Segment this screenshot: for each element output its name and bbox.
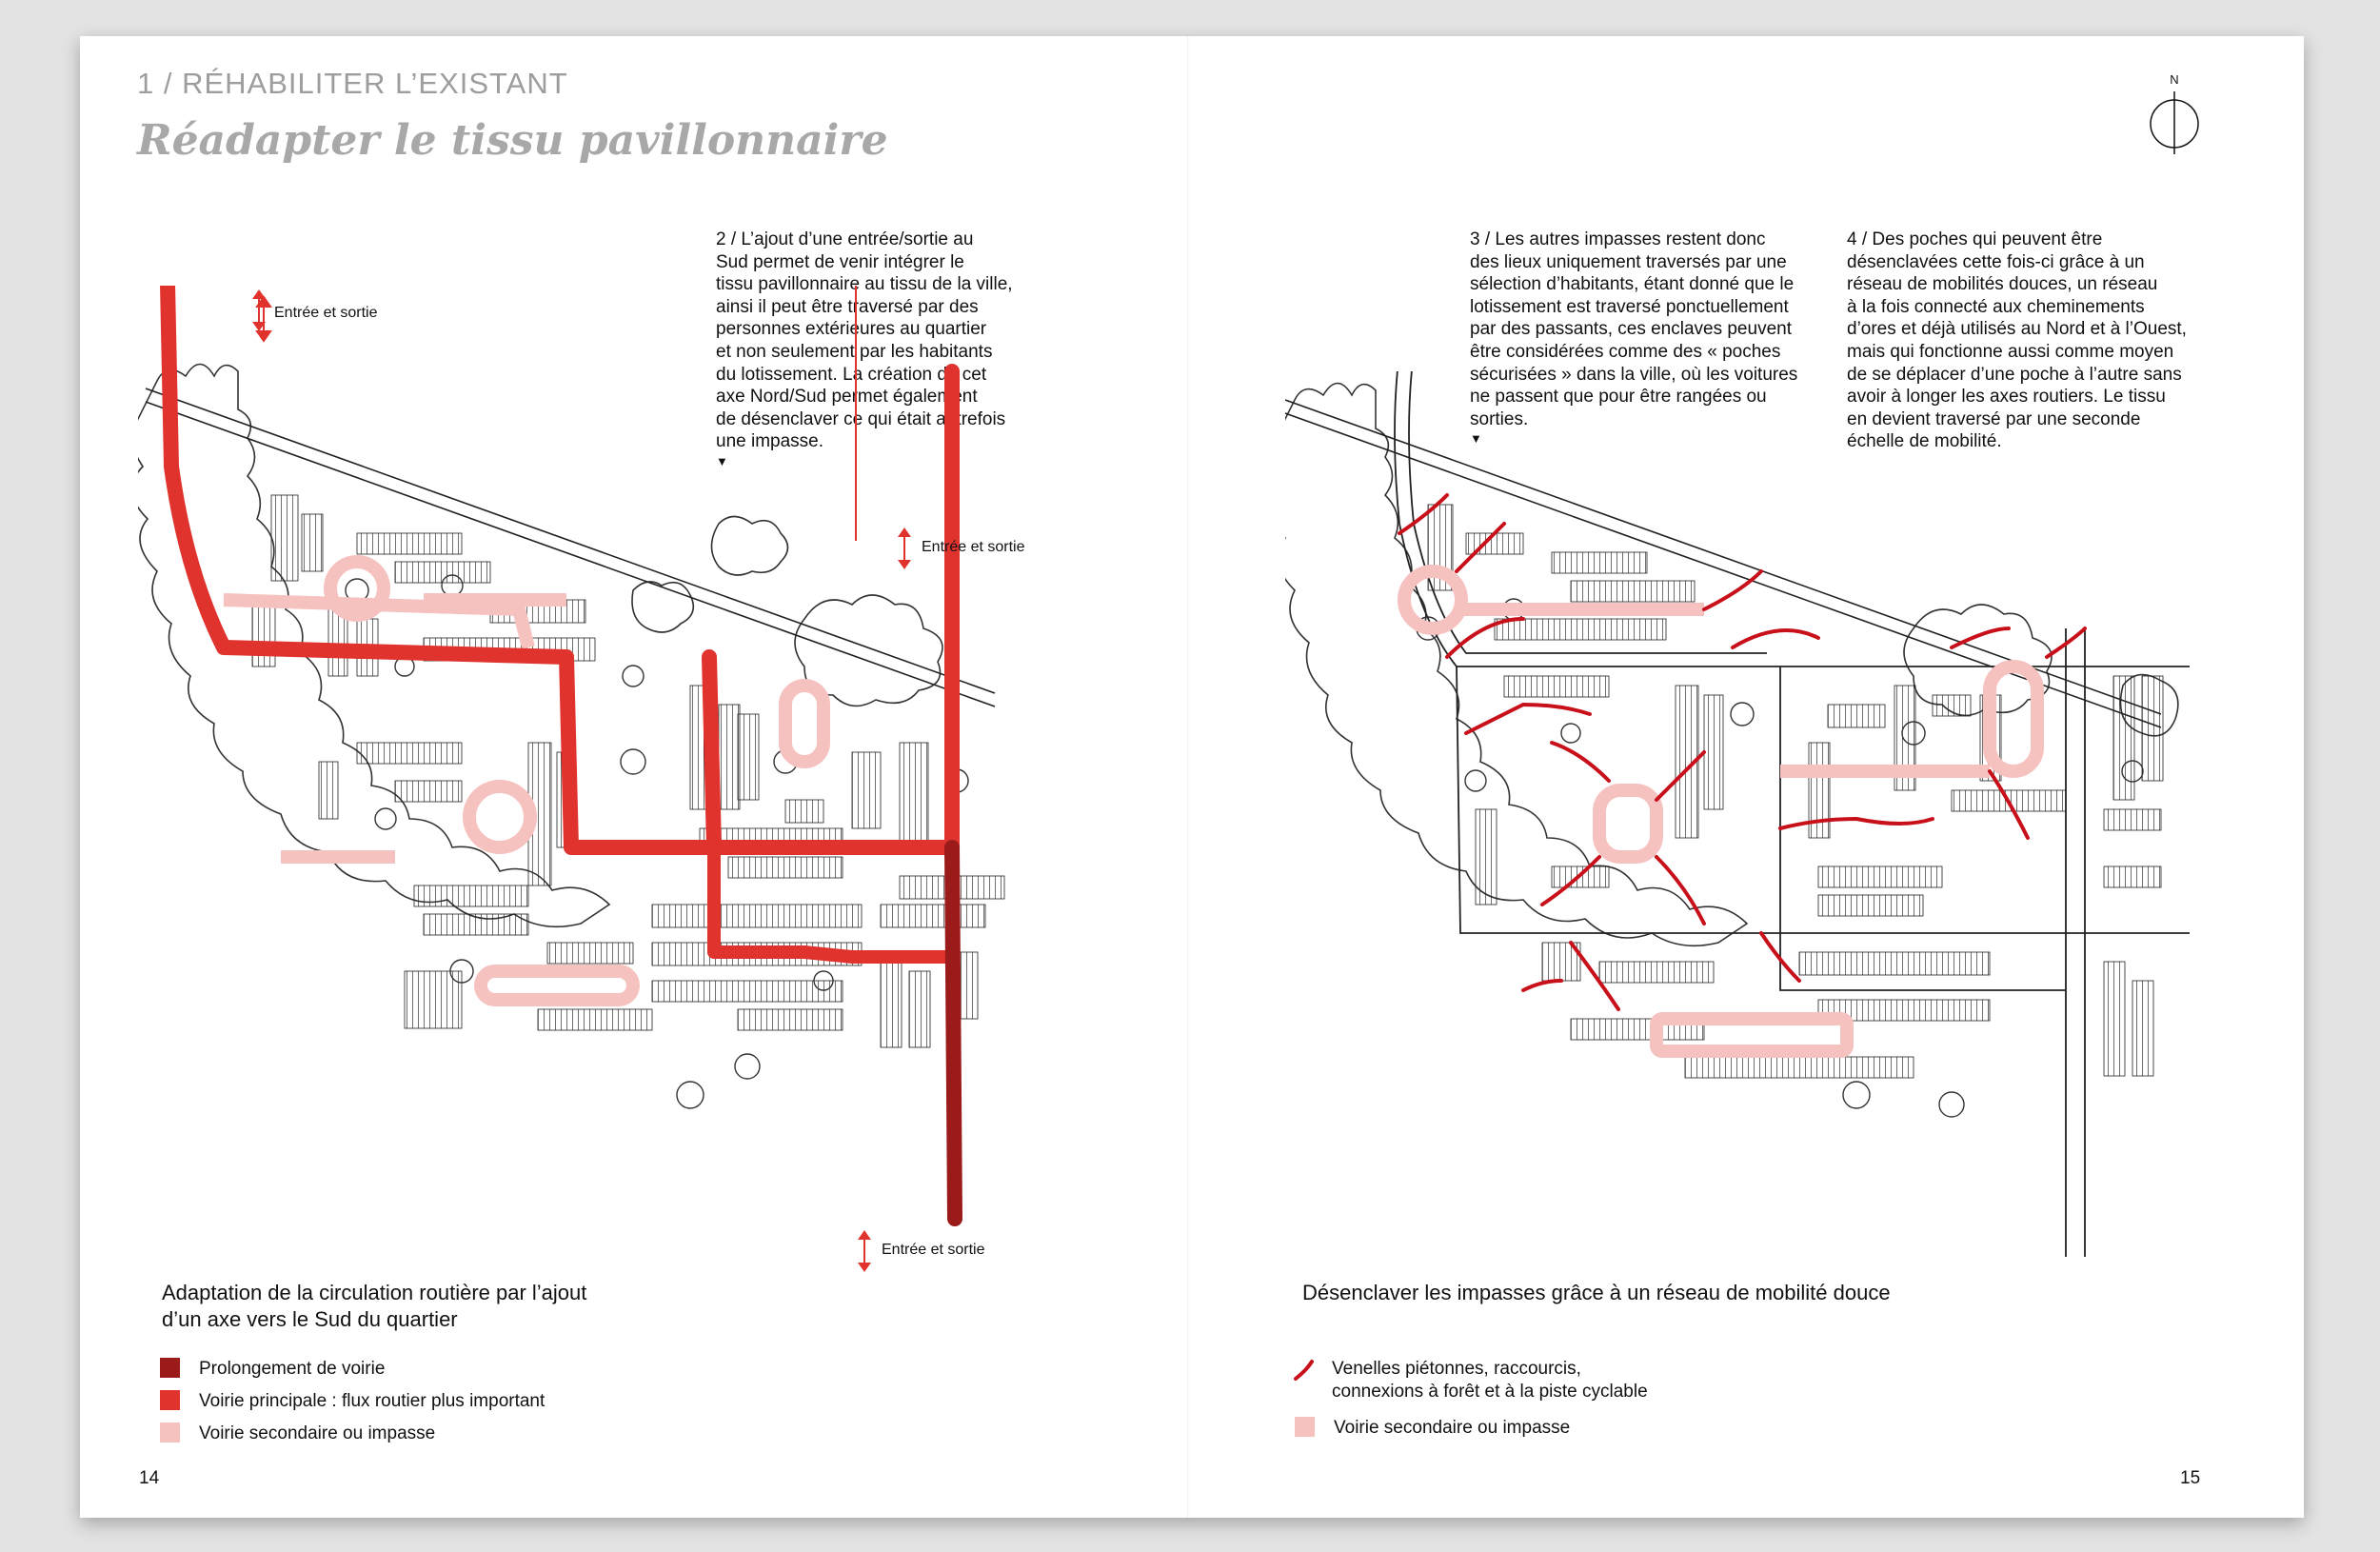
paragraph-line: ne passent que pour être rangées ou: [1470, 387, 1767, 408]
caption-line: Adaptation de la circulation routière pa…: [162, 1281, 587, 1304]
left-paragraph-line: ainsi il peut être traversé par des: [716, 296, 979, 317]
roads-outline: [1394, 371, 2190, 1257]
right-paragraph-3: 3 / Les autres impasses restent donc des…: [1470, 229, 1832, 448]
secondary-roads-pink: [1398, 565, 2044, 1058]
red-swatch: [160, 1390, 180, 1410]
paragraph-line: 3 / Les autres impasses restent donc: [1470, 229, 1766, 249]
dark-red-swatch: [160, 1358, 180, 1378]
legend-label: Voirie principale : flux routier plus im…: [199, 1391, 545, 1411]
double-arrow-icon: [252, 289, 266, 331]
right-paragraph-4: 4 / Des poches qui peuvent être désencla…: [1847, 229, 2218, 453]
legend-label: Voirie secondaire ou impasse: [199, 1423, 436, 1443]
right-site-plan-map: [1285, 371, 2190, 1257]
secondary-roads-pink: [223, 555, 830, 1006]
section-label: 1 / RÉHABILITER L’EXISTANT: [137, 67, 568, 100]
double-arrow-icon: [898, 527, 911, 569]
left-paragraph-line: Sud permet de venir intégrer le: [716, 251, 964, 272]
main-roads-red: [160, 286, 960, 964]
legend-item-secondary-road: Voirie secondaire ou impasse: [160, 1423, 435, 1445]
entry-label-bottom: Entrée et sortie: [882, 1242, 985, 1258]
left-paragraph-line: tissu pavillonnaire au tissu de la ville…: [716, 274, 1013, 295]
page-number-right: 15: [2180, 1468, 2201, 1488]
triangle-down-icon: ▼: [716, 453, 728, 468]
pedestrian-paths-red: [1398, 493, 2087, 1011]
pink-swatch: [160, 1423, 180, 1443]
caption-line: d’un axe vers le Sud du quartier: [162, 1307, 458, 1331]
road-extension-dark: [944, 840, 962, 1226]
tree-canopy-outline: [1285, 382, 2179, 947]
paragraph-line: 4 / Des poches qui peuvent être: [1847, 229, 2103, 249]
left-site-plan-map: [138, 286, 1005, 1226]
legend-item-secondary-road: Voirie secondaire ou impasse: [1295, 1417, 1570, 1440]
page-fold: [1187, 36, 1189, 1518]
double-arrow-icon: [858, 1230, 871, 1272]
entry-label-right: Entrée et sortie: [922, 539, 1025, 555]
pink-swatch: [1295, 1417, 1315, 1437]
paragraph-line: lotissement est traversé ponctuellement: [1470, 296, 1789, 317]
paragraph-line: sélection d’habitants, étant donné que l…: [1470, 274, 1795, 295]
legend-label: Prolongement de voirie: [199, 1359, 386, 1379]
entry-arrows: [255, 286, 857, 541]
paragraph-line: réseau de mobilités douces, un réseau: [1847, 274, 2158, 295]
paragraph-line: des lieux uniquement traversés par une: [1470, 251, 1787, 272]
right-map-caption: Désenclaver les impasses grâce à un rése…: [1302, 1281, 1891, 1304]
left-paragraph-line: axe Nord/Sud permet également: [716, 387, 978, 408]
legend-label: connexions à forêt et à la piste cyclabl…: [1332, 1382, 1648, 1402]
house-blocks: [1427, 504, 2164, 1079]
entry-label-top: Entrée et sortie: [274, 305, 378, 321]
legend-label: Venelles piétonnes, raccourcis,: [1332, 1359, 1581, 1379]
paragraph-line: par des passants, ces enclaves peuvent: [1470, 319, 1792, 340]
paragraph-line: avoir à longer les axes routiers. Le tis…: [1847, 387, 2166, 408]
left-paragraph: 2 / L’ajout d’une entrée/sortie au Sud p…: [716, 229, 1078, 470]
paragraph-line: désenclavées cette fois-ci grâce à un: [1847, 251, 2145, 272]
paragraph-line: être considérées comme des « poches: [1470, 341, 1781, 362]
paragraph-line: d’ores et déjà utilisés au Nord et à l’O…: [1847, 319, 2187, 340]
page-title: Réadapter le tissu pavillonnaire: [137, 116, 888, 165]
railway-lines: [145, 388, 996, 707]
legend-item-main-road: Voirie principale : flux routier plus im…: [160, 1390, 545, 1413]
north-arrow-icon: N: [2150, 72, 2199, 154]
paragraph-line: échelle de mobilité.: [1847, 431, 2002, 452]
small-trees: [1416, 598, 2144, 1118]
left-paragraph-line: du lotissement. La création de cet: [716, 364, 987, 385]
legend-item-road-extension: Prolongement de voirie: [160, 1358, 385, 1381]
paragraph-line: sorties.: [1470, 408, 1529, 429]
triangle-down-icon: ▼: [1470, 431, 1482, 447]
left-map-caption: Adaptation de la circulation routière pa…: [162, 1280, 586, 1333]
page-number-left: 14: [139, 1468, 160, 1488]
paragraph-line: sécurisées » dans la ville, où les voitu…: [1470, 364, 1798, 385]
paragraph-line: mais qui fonctionne aussi comme moyen: [1847, 341, 2174, 362]
compass-label: N: [2170, 72, 2178, 87]
paragraph-line: de se déplacer d’une poche à l’autre san…: [1847, 364, 2182, 385]
paragraph-line: en devient traversé par une seconde: [1847, 408, 2141, 429]
legend-label: Voirie secondaire ou impasse: [1334, 1418, 1571, 1438]
red-path-icon: [1294, 1360, 1314, 1381]
house-blocks: [251, 494, 1005, 1048]
left-paragraph-line: et non seulement par les habitants: [716, 341, 993, 362]
left-paragraph-line: personnes extérieures au quartier: [716, 319, 987, 340]
left-paragraph-line: de désenclaver ce qui était autrefois: [716, 408, 1006, 429]
left-paragraph-line: 2 / L’ajout d’une entrée/sortie au: [716, 229, 974, 249]
paragraph-line: à la fois connecté aux cheminements: [1847, 296, 2145, 317]
left-paragraph-line: une impasse.: [716, 431, 824, 452]
legend-item-pedestrian-paths: Venelles piétonnes, raccourcis, connexio…: [1293, 1358, 1648, 1403]
